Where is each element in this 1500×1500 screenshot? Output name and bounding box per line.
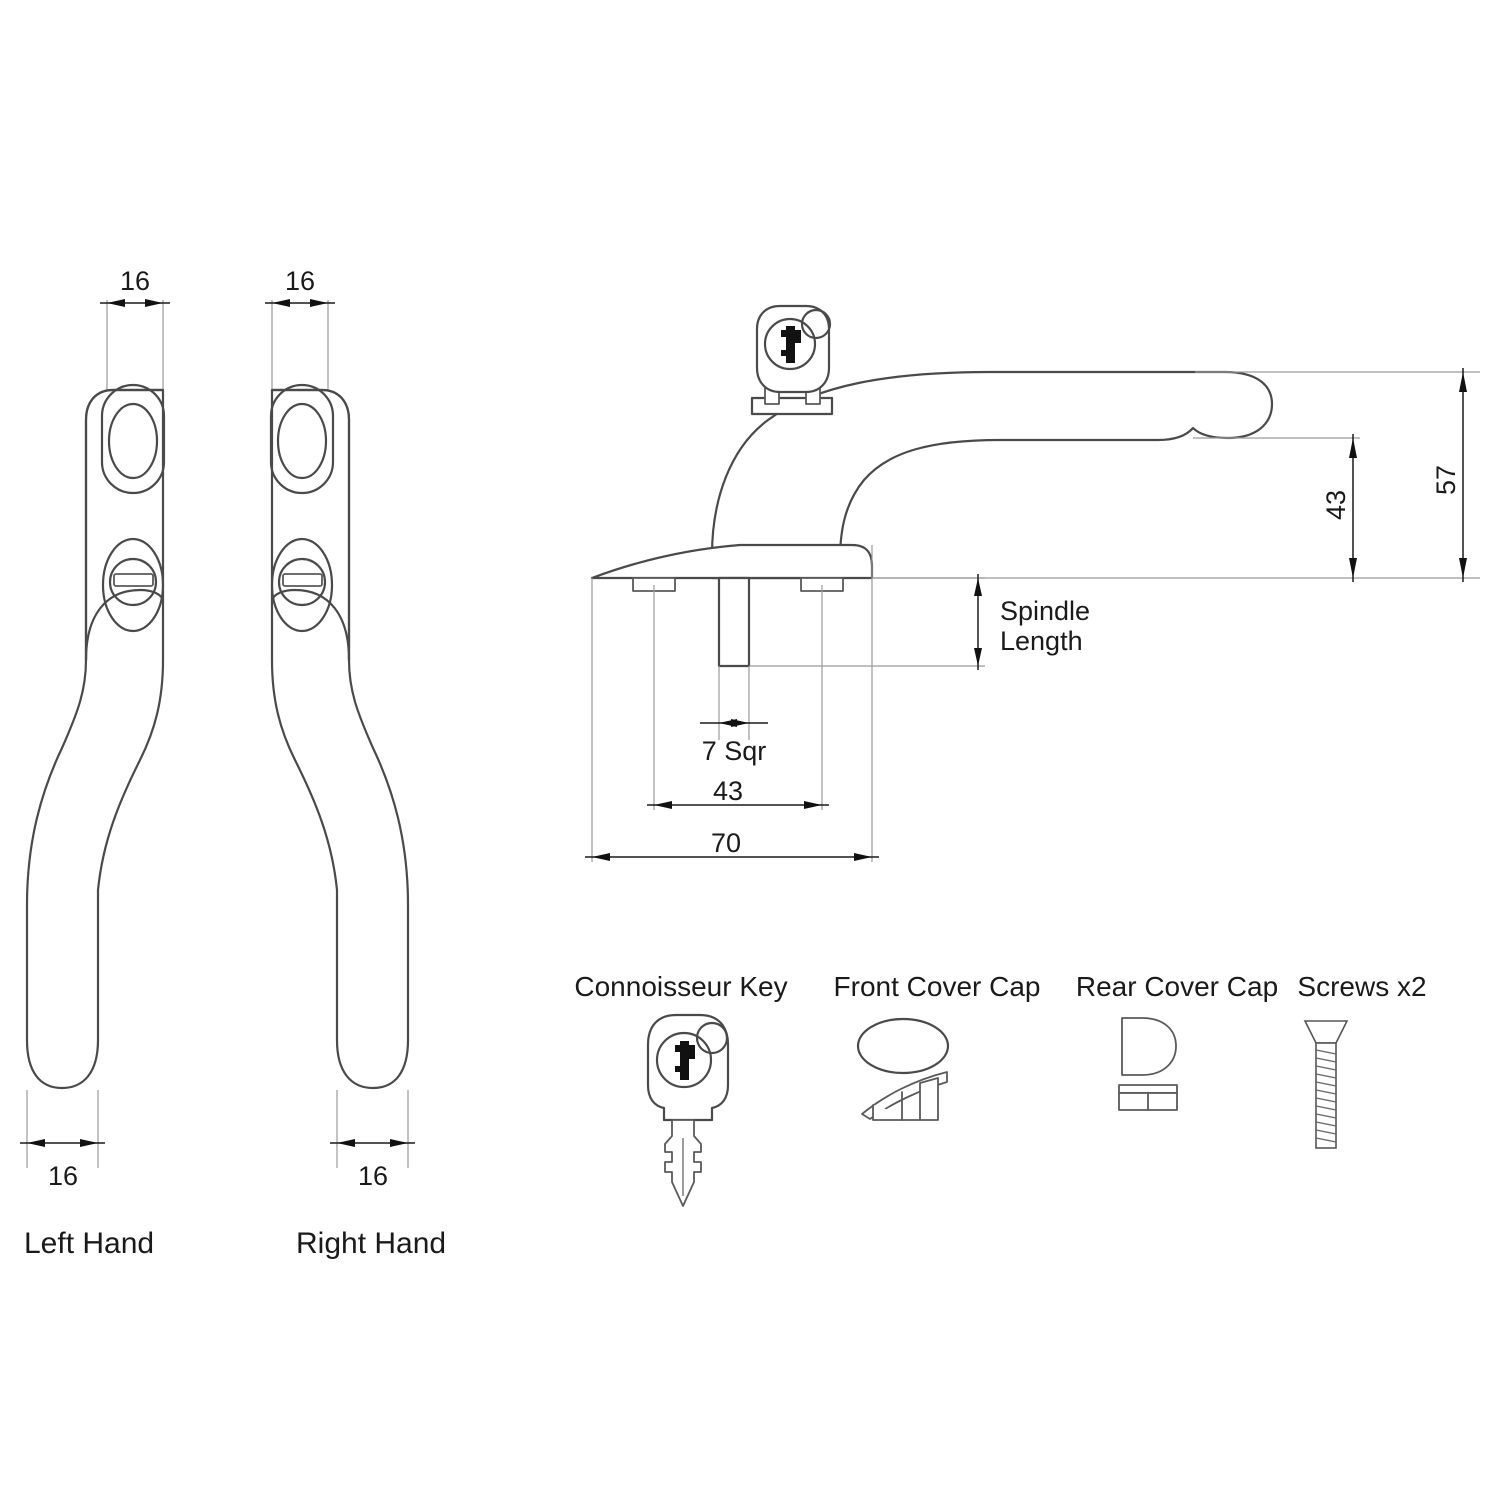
- accessory-label-screws: Screws x2: [1297, 971, 1426, 1002]
- left-top-dim-label: 16: [120, 266, 150, 296]
- left-top-dimension: [100, 299, 170, 400]
- right-bottom-dim-label: 16: [358, 1161, 388, 1191]
- right-hand-label: Right Hand: [296, 1227, 446, 1260]
- accessory-label-connoisseur-key: Connoisseur Key: [574, 971, 787, 1002]
- brand-logo-glyph: [781, 326, 801, 363]
- screw-centres-dimension: [647, 801, 829, 809]
- side-elevation-view: [585, 304, 1480, 862]
- key-in-handle-icon: [755, 304, 832, 405]
- accessory-label-front-cover-cap: Front Cover Cap: [834, 971, 1041, 1002]
- lever-height-label: 43: [1321, 490, 1351, 520]
- overall-height-dimension: [1459, 368, 1467, 582]
- spindle-section-label: 7 Sqr: [702, 736, 767, 766]
- spindle-length-label-line2: Length: [1000, 626, 1083, 656]
- accessory-label-rear-cover-cap: Rear Cover Cap: [1076, 971, 1278, 1002]
- baseplate-length-label: 70: [711, 828, 741, 858]
- right-top-dimension: [265, 299, 335, 400]
- spindle-section-dimension: [700, 719, 768, 727]
- left-bottom-dim-label: 16: [48, 1161, 78, 1191]
- right-bottom-dimension: [330, 1090, 415, 1168]
- rear-cover-cap-icon: [1118, 1017, 1178, 1111]
- right-top-dim-label: 16: [285, 266, 315, 296]
- screw-centres-label: 43: [713, 776, 743, 806]
- spindle-length-label-line1: Spindle: [1000, 596, 1090, 626]
- screw-icon: [1303, 1020, 1349, 1149]
- right-hand-handle-view: [265, 299, 415, 1168]
- spindle-length-dimension: [974, 574, 982, 670]
- left-hand-label: Left Hand: [24, 1227, 154, 1260]
- baseplate-length-dimension: [585, 853, 879, 861]
- left-bottom-dimension: [20, 1090, 105, 1168]
- left-hand-handle-view: [20, 299, 170, 1168]
- front-cover-cap-icon: [856, 1017, 950, 1121]
- connoisseur-key-icon: [646, 1013, 730, 1207]
- lever-height-dimension: [1349, 434, 1357, 582]
- overall-height-label: 57: [1431, 465, 1461, 495]
